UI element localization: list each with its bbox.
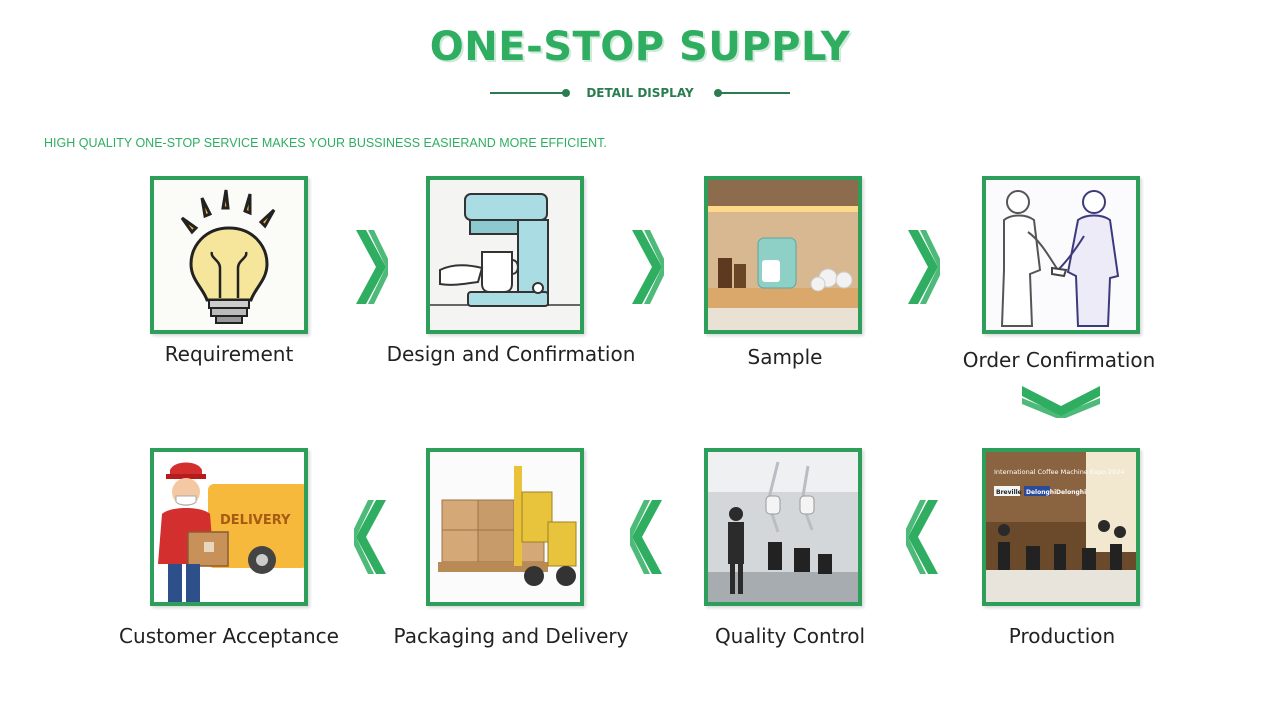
chevron-right-icon bbox=[630, 228, 664, 306]
step-card-sample bbox=[704, 176, 862, 334]
subtitle-dot-left bbox=[562, 89, 570, 97]
subtitle-text: DETAIL DISPLAY bbox=[586, 86, 694, 100]
chevron-right-icon bbox=[354, 228, 388, 306]
chevron-left-icon bbox=[354, 498, 388, 576]
chevron-left-icon bbox=[630, 498, 664, 576]
step-card-packaging bbox=[426, 448, 584, 606]
delivery-man-icon: DELIVERY bbox=[154, 452, 304, 602]
step-label-production: Production bbox=[1008, 624, 1116, 648]
step-label-order: Order Confirmation bbox=[962, 348, 1156, 372]
step-card-acceptance: DELIVERY bbox=[150, 448, 308, 606]
step-label-requirement: Requirement bbox=[164, 342, 294, 366]
page-title: ONE-STOP SUPPLY bbox=[429, 24, 851, 70]
factory-robot-icon bbox=[708, 452, 858, 602]
subtitle-line-right bbox=[716, 92, 790, 94]
tagline: HIGH QUALITY ONE-STOP SERVICE MAKES YOUR… bbox=[44, 136, 607, 150]
chevron-left-icon bbox=[906, 498, 940, 576]
expo-production-icon: International Coffee Machine Expo 2024 B… bbox=[986, 452, 1136, 602]
handshake-icon bbox=[986, 180, 1136, 330]
step-card-quality bbox=[704, 448, 862, 606]
light-bulb-icon bbox=[154, 180, 304, 330]
brand-delonghi-text-2: Delonghi bbox=[1056, 489, 1086, 496]
kitchen-sample-icon bbox=[708, 180, 858, 330]
expo-banner-text: International Coffee Machine Expo 2024 bbox=[994, 468, 1125, 476]
brand-delonghi-text: Delonghi bbox=[1026, 489, 1056, 496]
step-label-design: Design and Confirmation bbox=[386, 342, 636, 366]
subtitle-line-left bbox=[490, 92, 564, 94]
brand-breville-text: Breville bbox=[996, 489, 1022, 496]
coffee-machine-sketch-icon bbox=[430, 180, 580, 330]
step-label-acceptance: Customer Acceptance bbox=[119, 624, 339, 648]
step-label-packaging: Packaging and Delivery bbox=[393, 624, 629, 648]
step-card-order bbox=[982, 176, 1140, 334]
step-card-requirement bbox=[150, 176, 308, 334]
forklift-boxes-icon bbox=[430, 452, 580, 602]
step-label-sample: Sample bbox=[747, 345, 823, 369]
chevron-down-icon bbox=[1022, 384, 1100, 418]
chevron-right-icon bbox=[906, 228, 940, 306]
step-card-design bbox=[426, 176, 584, 334]
step-card-production: International Coffee Machine Expo 2024 B… bbox=[982, 448, 1140, 606]
step-label-quality: Quality Control bbox=[714, 624, 866, 648]
delivery-truck-text: DELIVERY bbox=[220, 513, 291, 528]
subtitle-row: DETAIL DISPLAY bbox=[490, 84, 790, 104]
